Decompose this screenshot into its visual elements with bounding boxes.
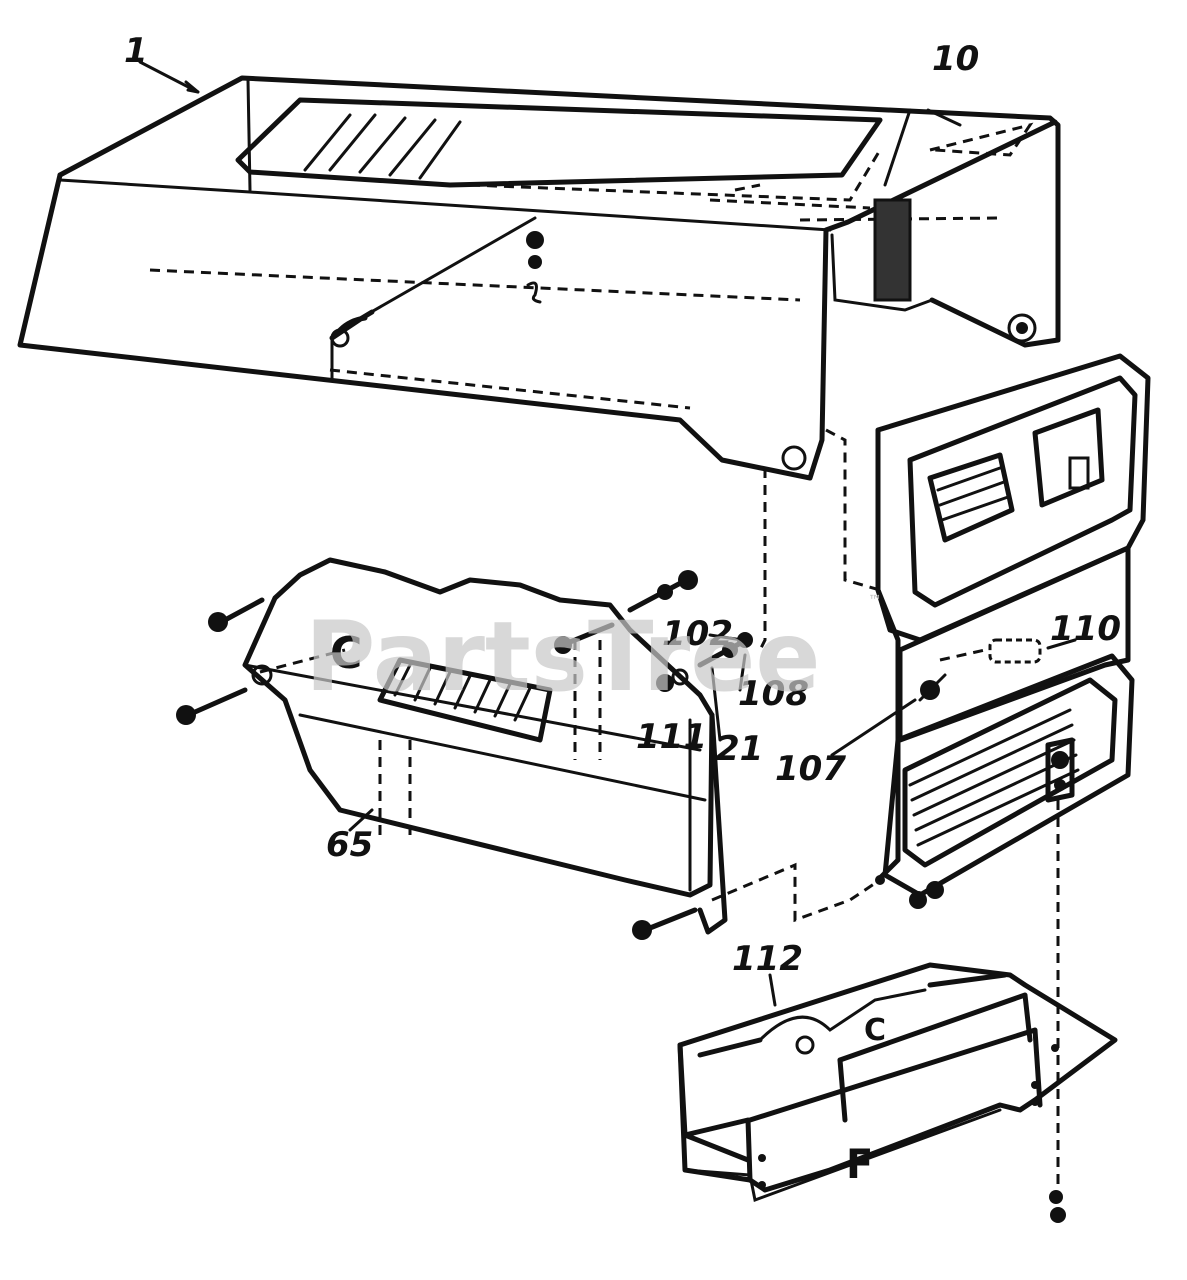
leader-lines	[138, 60, 1077, 1007]
callout-1: 1	[124, 31, 148, 71]
callout-102: 102	[662, 614, 733, 654]
grille-panel-part[interactable]	[758, 353, 1151, 909]
callout-107: 107	[775, 749, 846, 789]
callout-108: 108	[738, 674, 809, 714]
callout-10: 10	[932, 39, 979, 79]
emblem-part[interactable]	[939, 638, 1042, 664]
side-panel-part[interactable]	[242, 557, 881, 935]
callout-112: 112	[732, 939, 803, 979]
trim-part[interactable]	[883, 108, 962, 187]
hardware-parts[interactable]	[176, 570, 1066, 1223]
bracket-part[interactable]	[677, 962, 1118, 1203]
hood-part[interactable]	[17, 75, 1061, 481]
callout-110: 110	[1050, 609, 1121, 649]
reference-letter-c-side: C	[330, 628, 362, 679]
callout-111: 111	[636, 717, 707, 757]
reference-letter-c-bracket: C	[864, 1013, 886, 1048]
watermark-trademark: ™	[868, 593, 882, 609]
callout-21: 21	[716, 729, 763, 769]
watermark: PartsTree	[305, 601, 820, 713]
callout-65: 65	[326, 825, 373, 865]
reference-letter-f-bracket: F	[846, 1142, 873, 1188]
